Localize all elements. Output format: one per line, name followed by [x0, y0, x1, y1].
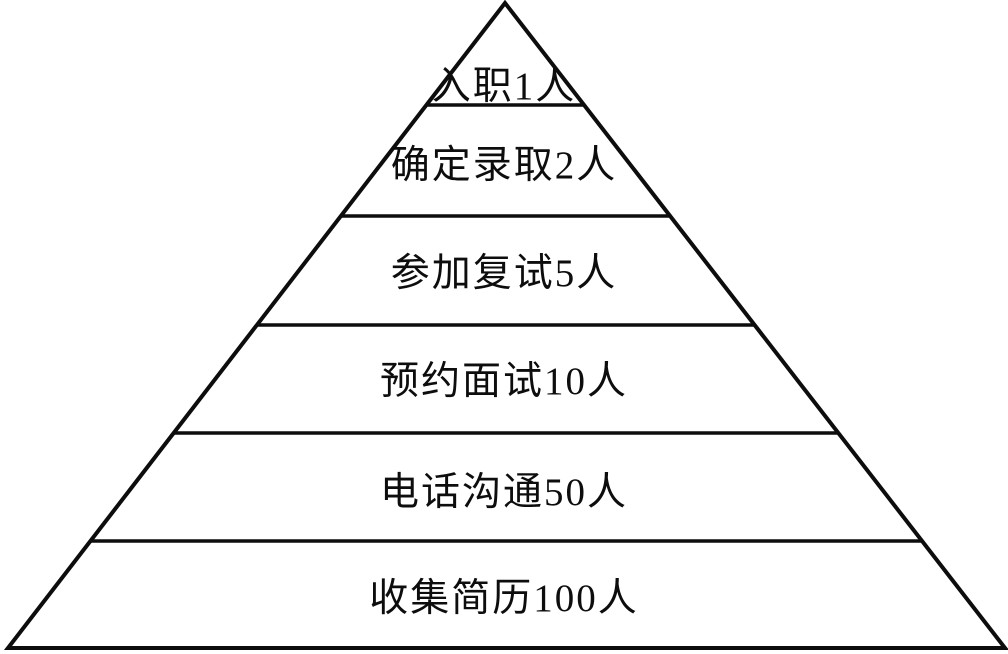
pyramid-level-label-1: 入职1人	[432, 65, 577, 108]
pyramid-level-label-4: 预约面试10人	[380, 360, 628, 403]
pyramid-level-label-5: 电话沟通50人	[380, 471, 628, 514]
pyramid-level-label-3: 参加复试5人	[391, 252, 618, 295]
pyramid-level-label-6: 收集简历100人	[369, 577, 639, 620]
pyramid-level-label-2: 确定录取2人	[391, 144, 618, 187]
